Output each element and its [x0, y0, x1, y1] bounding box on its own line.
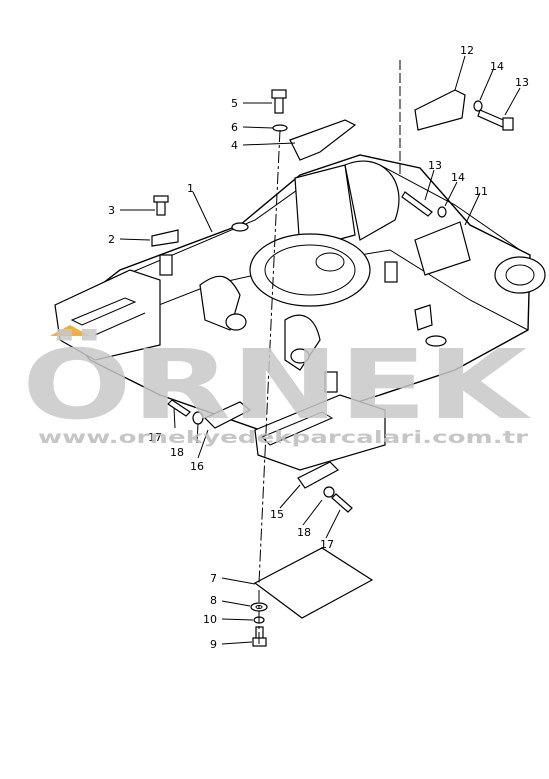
callout-9: 9 — [210, 638, 217, 651]
callout-18-right: 18 — [297, 526, 311, 539]
plate-15 — [297, 461, 339, 489]
leader-lines — [119, 55, 521, 645]
callouts: 1 2 3 4 5 6 7 8 9 10 11 12 13 13 14 14 1… — [108, 44, 529, 651]
callout-17-left: 17 — [148, 431, 162, 444]
watermark-url: www.ornekyedekparcalari.com.tr — [38, 428, 529, 448]
watermark: ÖRNEK www.ornekyedekparcalari.com.tr — [22, 325, 532, 448]
plate-2 — [151, 229, 179, 247]
callout-5: 5 — [231, 97, 238, 110]
track-frame — [54, 154, 546, 471]
callout-18-left: 18 — [170, 446, 184, 459]
cover-plate-12 — [414, 89, 466, 131]
callout-11: 11 — [474, 185, 488, 198]
callout-10: 10 — [203, 613, 217, 626]
cover-plate-11 — [414, 221, 471, 276]
cover-plates — [151, 89, 471, 619]
bracket-4 — [289, 119, 357, 161]
watermark-accent — [50, 325, 90, 336]
callout-1: 1 — [187, 182, 194, 195]
callout-7: 7 — [210, 572, 217, 585]
callout-14-top: 14 — [490, 60, 504, 73]
callout-8: 8 — [210, 594, 217, 607]
callout-2: 2 — [108, 233, 115, 246]
watermark-brand: ÖRNEK — [22, 328, 532, 441]
plate-16 — [203, 401, 252, 429]
callout-3: 3 — [108, 204, 115, 217]
bottom-cover-7 — [253, 547, 374, 619]
callout-14-mid: 14 — [451, 171, 465, 184]
callout-13-mid: 13 — [428, 159, 442, 172]
callout-12: 12 — [460, 44, 474, 57]
callout-16: 16 — [190, 460, 204, 473]
callout-15: 15 — [270, 508, 284, 521]
callout-6: 6 — [231, 121, 238, 134]
callout-17-right: 17 — [320, 538, 334, 551]
callout-4: 4 — [231, 139, 238, 152]
callout-13-top: 13 — [515, 76, 529, 89]
